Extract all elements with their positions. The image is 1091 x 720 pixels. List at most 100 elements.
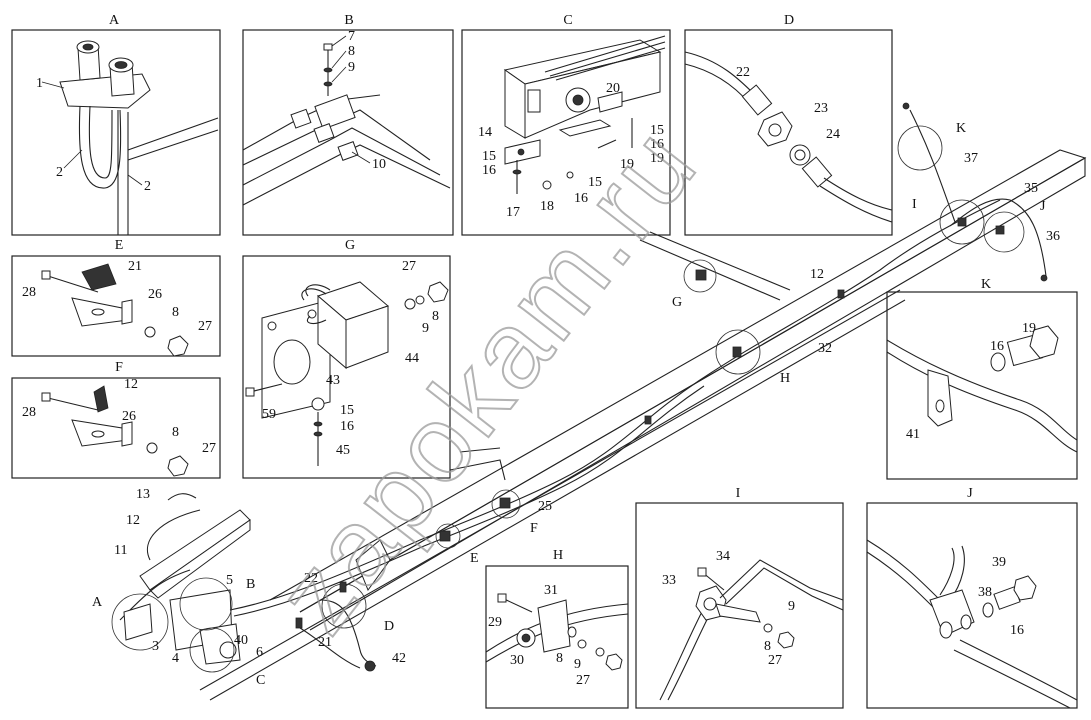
- main-label-a: A: [92, 595, 103, 610]
- panel-i: I 34 33 9 8 27: [635, 486, 844, 709]
- main-label-40: 40: [234, 633, 248, 648]
- main-label-4: 4: [172, 651, 179, 666]
- callout-e-27: 27: [198, 319, 212, 334]
- panel-b-title: B: [344, 13, 353, 28]
- panel-c-title: C: [563, 13, 572, 28]
- main-label-b: B: [246, 577, 255, 592]
- main-label-25: 25: [538, 499, 552, 514]
- callout-f-26: 26: [122, 409, 136, 424]
- callout-h-31: 31: [544, 583, 558, 598]
- main-label-f: F: [530, 521, 538, 536]
- callout-h-29: 29: [488, 615, 502, 630]
- main-label-g: G: [672, 295, 682, 310]
- panel-c: C 20 14 15 16 17 18 16 15 19 15 16 19: [461, 13, 671, 236]
- main-label-21: 21: [318, 635, 332, 650]
- callout-c-16a: 16: [482, 163, 496, 178]
- callout-c-19b: 19: [650, 151, 664, 166]
- callout-b-9: 9: [348, 60, 355, 75]
- panel-k-title: K: [981, 277, 991, 292]
- callout-j-38: 38: [978, 585, 992, 600]
- callout-e-26: 26: [148, 287, 162, 302]
- panel-e-title: E: [115, 238, 124, 253]
- main-label-i: I: [912, 197, 917, 212]
- callout-i-9: 9: [788, 599, 795, 614]
- panel-a-title: A: [109, 13, 120, 28]
- main-label-13: 13: [136, 487, 150, 502]
- panel-d: D 22 23 24: [684, 13, 893, 236]
- main-label-22: 22: [304, 571, 318, 586]
- callout-h-27: 27: [576, 673, 590, 688]
- main-label-6: 6: [256, 645, 263, 660]
- panel-g: G 27 8 9 44 43 59 15 16 45: [242, 238, 451, 479]
- callout-i-27: 27: [768, 653, 782, 668]
- callout-k-41: 41: [906, 427, 920, 442]
- main-label-12a: 12: [126, 513, 140, 528]
- callout-g-15: 15: [340, 403, 354, 418]
- callout-g-8: 8: [432, 309, 439, 324]
- callout-f-8: 8: [172, 425, 179, 440]
- callout-c-16c: 16: [650, 137, 664, 152]
- main-label-12b: 12: [810, 267, 824, 282]
- panel-e: E 21 28 26 8 27: [11, 238, 221, 357]
- callout-c-19a: 19: [620, 157, 634, 172]
- callout-a-2: 2: [56, 165, 63, 180]
- main-label-h: H: [780, 371, 790, 386]
- callout-i-34: 34: [716, 549, 730, 564]
- callout-c-14: 14: [478, 125, 492, 140]
- callout-c-20: 20: [606, 81, 620, 96]
- panel-j: J 39 38 16: [866, 486, 1078, 709]
- callout-d-23: 23: [814, 101, 828, 116]
- panel-a: A 1 2 2: [11, 13, 221, 236]
- panel-g-title: G: [345, 238, 355, 253]
- callout-d-22: 22: [736, 65, 750, 80]
- callout-g-27: 27: [402, 259, 416, 274]
- panel-h: H 31 29 30 8 9 27: [485, 548, 629, 709]
- callout-j-16: 16: [1010, 623, 1024, 638]
- callout-e-21: 21: [128, 259, 142, 274]
- panel-d-title: D: [784, 13, 794, 28]
- main-label-35: 35: [1024, 181, 1038, 196]
- callout-h-30: 30: [510, 653, 524, 668]
- main-label-37: 37: [964, 151, 978, 166]
- callout-g-16: 16: [340, 419, 354, 434]
- panel-f-title: F: [115, 360, 123, 375]
- panel-h-title: H: [553, 548, 563, 563]
- panel-b: B 7 8 9 10: [242, 13, 454, 236]
- callout-e-8: 8: [172, 305, 179, 320]
- callout-g-45: 45: [336, 443, 350, 458]
- main-assembly: 13 12 11 A 3 5 B 4 40 6 C 22 21 D 42 E 2…: [92, 102, 1087, 701]
- main-label-k: K: [956, 121, 966, 136]
- callout-c-15a: 15: [482, 149, 496, 164]
- callout-c-15b: 15: [588, 175, 602, 190]
- callout-f-12: 12: [124, 377, 138, 392]
- callout-g-59: 59: [262, 407, 276, 422]
- callout-a-1: 1: [36, 76, 43, 91]
- panel-i-title: I: [736, 486, 741, 501]
- panel-k: K 19 16 41: [886, 277, 1078, 480]
- main-label-42: 42: [392, 651, 406, 666]
- callout-c-17: 17: [506, 205, 520, 220]
- callout-a-3: 2: [144, 179, 151, 194]
- callout-g-44: 44: [405, 351, 419, 366]
- main-label-d: D: [384, 619, 394, 634]
- callout-h-9: 9: [574, 657, 581, 672]
- callout-e-28: 28: [22, 285, 36, 300]
- callout-b-10: 10: [372, 157, 386, 172]
- callout-c-15c: 15: [650, 123, 664, 138]
- callout-c-18: 18: [540, 199, 554, 214]
- main-label-32: 32: [818, 341, 832, 356]
- callout-c-16b: 16: [574, 191, 588, 206]
- callout-h-8: 8: [556, 651, 563, 666]
- main-label-j: J: [1040, 199, 1046, 214]
- panel-f: F 12 28 26 8 27: [11, 360, 221, 479]
- callout-b-8: 8: [348, 44, 355, 59]
- main-label-11: 11: [114, 543, 127, 558]
- callout-k-16: 16: [990, 339, 1004, 354]
- callout-b-7: 7: [348, 29, 355, 44]
- callout-i-8: 8: [764, 639, 771, 654]
- callout-i-33: 33: [662, 573, 676, 588]
- callout-g-43: 43: [326, 373, 340, 388]
- callout-f-28: 28: [22, 405, 36, 420]
- callout-g-9: 9: [422, 321, 429, 336]
